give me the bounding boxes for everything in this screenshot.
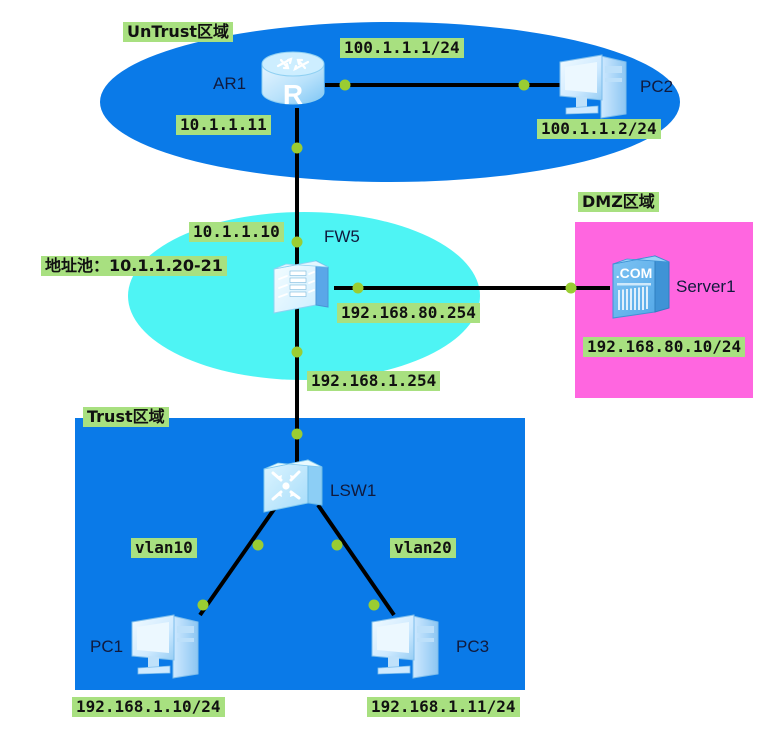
device-label-ar1: AR1 (213, 74, 247, 93)
zone-label-dmz: DMZ区域 (578, 192, 659, 213)
device-fw5[interactable] (266, 257, 334, 319)
link-dot (252, 539, 264, 551)
link-dot (565, 282, 577, 294)
device-label-pc2: PC2 (640, 77, 674, 96)
label-pc1-ip: 192.168.1.10/24 (72, 697, 225, 718)
router-icon: R (261, 51, 325, 110)
device-pc3[interactable] (368, 612, 446, 682)
device-server1[interactable]: .COM (607, 250, 677, 322)
device-label-server1: Server1 (676, 277, 736, 296)
label-pc2-ip: 100.1.1.2/24 (537, 119, 661, 140)
device-label-lsw1: LSW1 (330, 481, 377, 500)
pc-icon (131, 614, 199, 679)
device-ar1[interactable]: R (258, 46, 328, 112)
switch-icon (263, 459, 323, 513)
label-ar1-wan-ip: 100.1.1.1/24 (340, 38, 464, 59)
server-icon: .COM (612, 255, 670, 319)
link-dot (197, 599, 209, 611)
label-server1-ip: 192.168.80.10/24 (583, 337, 746, 358)
label-fw5-untrust-ip: 10.1.1.10 (189, 222, 284, 243)
link-dot (331, 539, 343, 551)
link-dot (352, 282, 364, 294)
link-dot (291, 142, 303, 154)
zone-label-untrust: UnTrust区域 (123, 22, 233, 43)
server-dotcom-text: .COM (616, 265, 653, 281)
zone-dmz-region (575, 222, 753, 398)
device-label-fw5: FW5 (324, 227, 360, 246)
link-lsw1-pc1 (198, 503, 279, 617)
link-dot (291, 428, 303, 440)
label-pc3-ip: 192.168.1.11/24 (367, 697, 520, 718)
link-lsw1-pc3 (316, 503, 396, 617)
link-dot (368, 599, 380, 611)
zone-label-trust: Trust区域 (83, 407, 169, 428)
pc-icon (559, 54, 627, 119)
label-ar1-lan-ip: 10.1.1.11 (176, 115, 271, 136)
device-lsw1[interactable] (258, 455, 330, 517)
firewall-icon (273, 260, 329, 314)
label-fw5-dmz-ip: 192.168.80.254 (337, 303, 480, 324)
svg-text:R: R (283, 79, 303, 110)
pc-icon (371, 614, 439, 679)
device-label-pc1: PC1 (90, 637, 124, 656)
device-pc1[interactable] (128, 612, 206, 682)
device-label-pc3: PC3 (456, 637, 490, 656)
label-fw5-nat-pool: 地址池：10.1.1.20-21 (41, 256, 227, 277)
link-dot (339, 79, 351, 91)
link-dot (291, 236, 303, 248)
link-dot (291, 346, 303, 358)
label-vlan20: vlan20 (390, 538, 456, 559)
label-fw5-trust-ip: 192.168.1.254 (307, 371, 441, 392)
link-dot (518, 79, 530, 91)
device-pc2[interactable] (556, 52, 634, 122)
label-vlan10: vlan10 (131, 538, 197, 559)
